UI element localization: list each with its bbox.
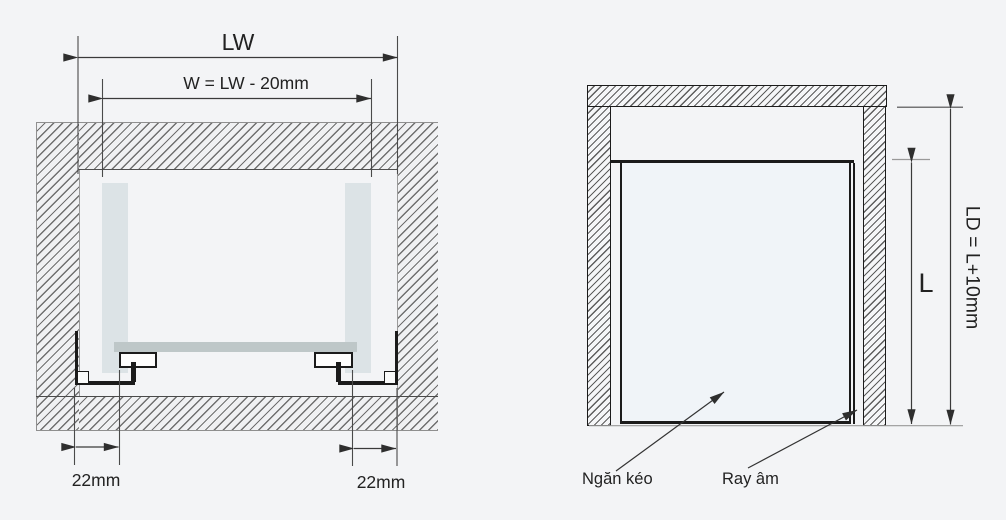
side-top-panel xyxy=(587,85,887,107)
right-22mm-label: 22mm xyxy=(356,472,406,492)
left-slide-hook xyxy=(77,371,89,384)
ld-dimension-label: LD = L+10mm xyxy=(961,205,984,330)
l-dimension-label: L xyxy=(918,268,934,298)
side-slide-top-profile xyxy=(611,160,854,163)
side-drawer-box xyxy=(620,163,851,424)
right-slide-hook xyxy=(384,371,396,384)
ld-dimension xyxy=(897,94,963,425)
front-right-wall xyxy=(397,123,438,430)
front-bottom-panel xyxy=(79,397,397,430)
lw-dimension-label: LW xyxy=(221,29,255,55)
drawer-right-side-panel xyxy=(345,183,371,373)
left-slide-clip xyxy=(119,352,157,368)
left-slide-bottom-leg xyxy=(75,381,135,385)
front-left-wall xyxy=(37,123,80,430)
right-slide-vertical-leg xyxy=(395,331,398,385)
drawer-label: Ngăn kéo xyxy=(582,470,653,488)
side-right-wall xyxy=(863,106,886,426)
left-slide-pin xyxy=(131,362,136,382)
right-slide-clip xyxy=(314,352,353,368)
side-left-wall xyxy=(587,106,611,426)
right-slide-bottom-leg xyxy=(338,381,398,385)
drawer-left-side-panel xyxy=(102,183,128,373)
left-slide-vertical-leg xyxy=(75,331,78,385)
left-22mm-label: 22mm xyxy=(71,470,121,490)
front-top-panel xyxy=(79,123,397,170)
rail-label: Ray âm xyxy=(722,470,779,488)
right-slide-pin xyxy=(336,362,341,382)
drawer-bottom-panel xyxy=(114,342,357,352)
front-cabinet-outline xyxy=(36,122,438,431)
side-concealed-rail-line xyxy=(852,163,855,424)
w-dimension-label: W = LW - 20mm xyxy=(183,73,309,93)
